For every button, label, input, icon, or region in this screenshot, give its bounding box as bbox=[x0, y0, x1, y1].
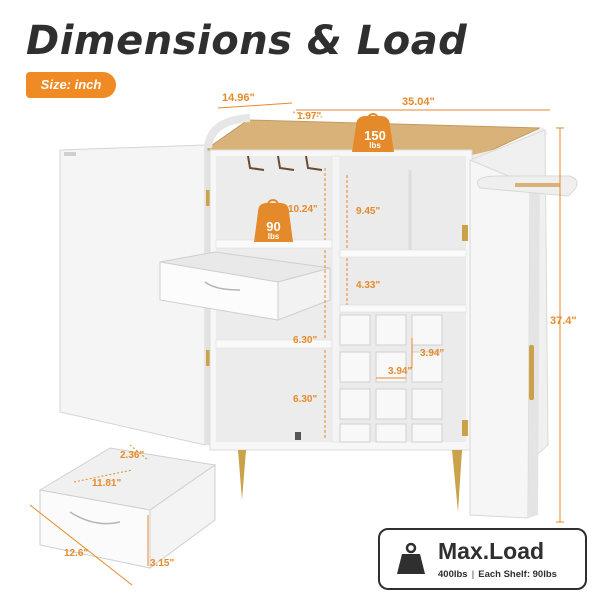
max-load-heading: Max.Load bbox=[438, 538, 545, 564]
shelf-1-label: 6.30" bbox=[293, 335, 318, 346]
drawer-detail bbox=[29, 444, 217, 586]
shelf-load-tag: 90 lbs bbox=[254, 220, 293, 241]
max-load-box: Max.Load 400lbs|Each Shelf: 90lbs bbox=[378, 528, 587, 590]
max-load-details: 400lbs|Each Shelf: 90lbs bbox=[438, 569, 557, 580]
drawer-depth-label: 11.81" bbox=[92, 478, 122, 489]
top-load-value: 150 bbox=[364, 128, 386, 143]
dimension-lines bbox=[217, 102, 564, 523]
shelf-2-label: 6.30" bbox=[293, 394, 318, 405]
hinge bbox=[206, 350, 212, 366]
top-load-unit: lbs bbox=[369, 141, 381, 150]
width-label: 35.04" bbox=[402, 96, 435, 108]
page-title: Dimensions & Load bbox=[26, 18, 468, 64]
mid-right-label: 4.33" bbox=[356, 280, 381, 291]
hinge bbox=[206, 190, 212, 206]
weight-icon bbox=[397, 542, 425, 574]
top-load-tag: 150 lbs bbox=[355, 129, 395, 150]
top-lip-label: 1.97" bbox=[297, 111, 322, 122]
height-label: 37.4" bbox=[550, 315, 577, 327]
drawer-side-label: 3.15" bbox=[150, 558, 175, 569]
cube-width-label: 3.94" bbox=[388, 366, 413, 377]
drawer-width-label: 12.6" bbox=[64, 548, 89, 559]
weight-icon-shelf bbox=[254, 199, 293, 242]
upper-right-label: 9.45" bbox=[356, 206, 381, 217]
glass-rack bbox=[247, 155, 323, 171]
weight-icon-top bbox=[352, 113, 394, 152]
door-handle bbox=[529, 345, 534, 400]
drawer-open bbox=[159, 251, 331, 321]
unit-badge: Size: inch bbox=[26, 72, 116, 98]
right-door bbox=[462, 159, 578, 519]
cube-height-label: 3.94" bbox=[420, 348, 445, 359]
shelf-load-unit: lbs bbox=[267, 232, 280, 241]
wine-cubbies bbox=[339, 314, 443, 443]
depth-label: 14.96" bbox=[222, 92, 255, 104]
drawer-height-label: 2.36" bbox=[120, 450, 145, 461]
max-load-total: 400lbs bbox=[438, 569, 468, 580]
hinge-mark bbox=[64, 152, 76, 156]
upper-left-label: 10.24" bbox=[288, 204, 318, 215]
shelf-load-value: 90 bbox=[266, 219, 281, 234]
max-load-each-shelf: Each Shelf: 90lbs bbox=[478, 569, 557, 580]
